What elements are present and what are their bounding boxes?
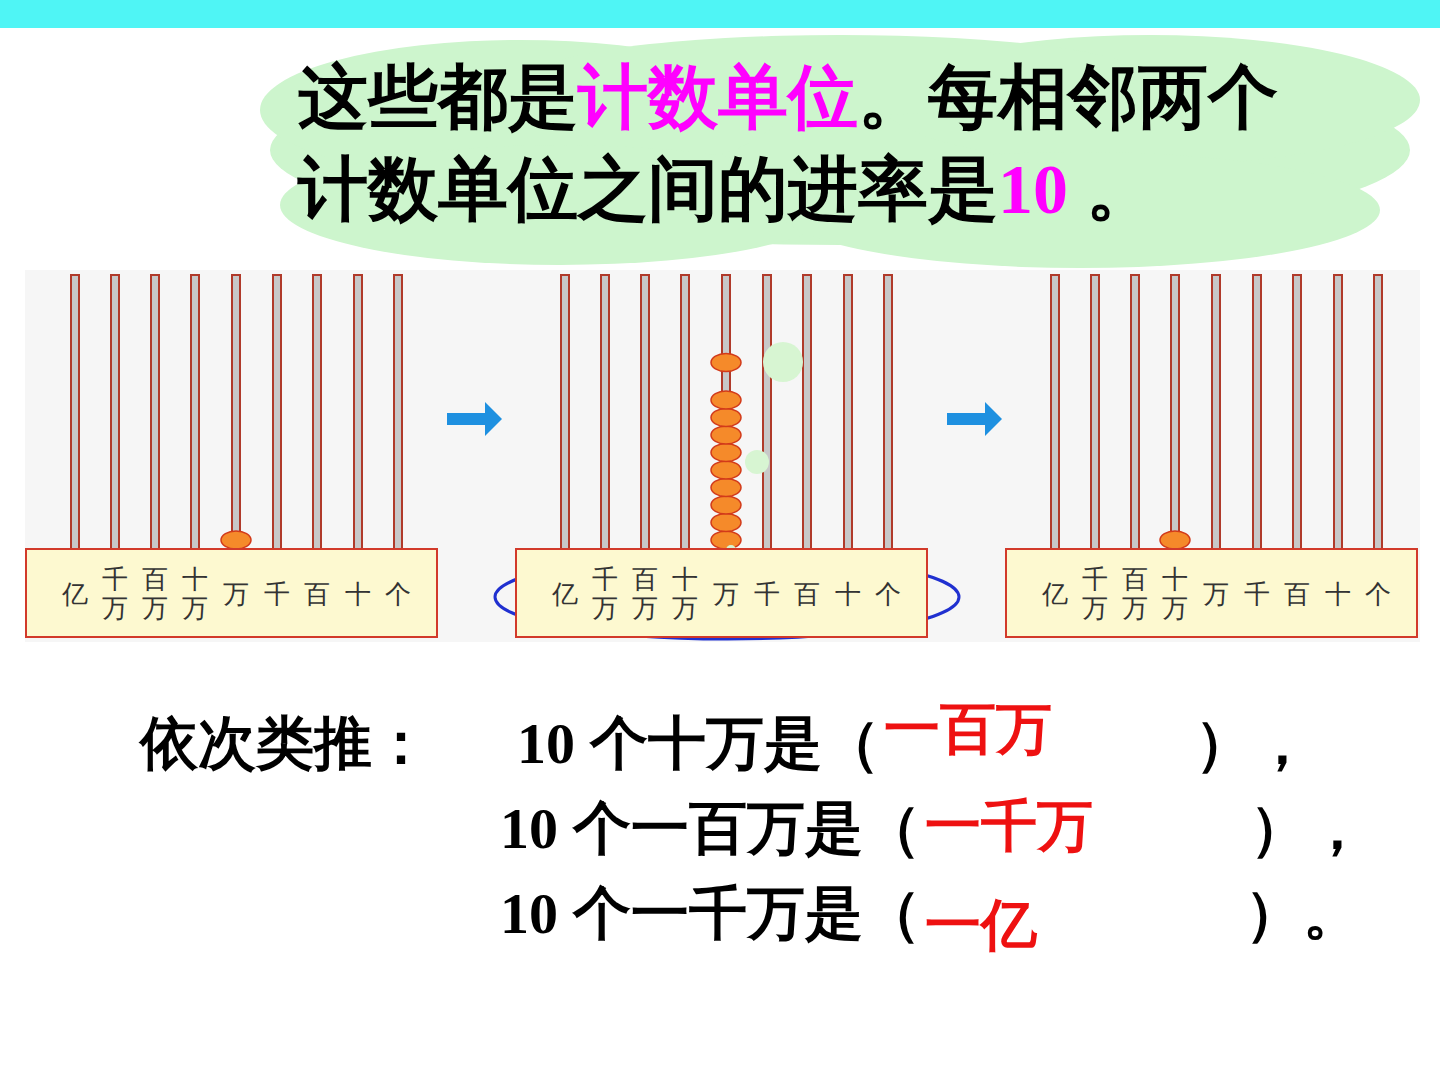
abacus-rod xyxy=(1253,275,1261,550)
abacus-rod xyxy=(111,275,119,550)
cloud-note: 这些都是计数单位。每相邻两个计数单位之间的进率是10 。 xyxy=(298,52,1418,242)
place-label: 亿 xyxy=(552,577,578,612)
abacus-rod xyxy=(313,275,321,550)
place-label: 百 xyxy=(794,577,820,612)
note-phrase: 这些都是 xyxy=(298,59,578,136)
place-value-box: 亿千万百万十万万千百十个 xyxy=(515,548,928,638)
place-label: 个 xyxy=(1365,577,1391,612)
abacus-bead xyxy=(1160,531,1190,549)
flow-arrow xyxy=(447,402,1002,436)
abacus-rod xyxy=(763,275,771,550)
place-label: 百 xyxy=(1284,577,1310,612)
abacus-rod xyxy=(1334,275,1342,550)
panel-ground xyxy=(25,270,1420,642)
abacus-rod xyxy=(273,275,281,550)
place-label: 千 xyxy=(1244,577,1270,612)
place-label: 千 xyxy=(754,577,780,612)
abacus-bead xyxy=(711,409,741,427)
abacus-rod xyxy=(1131,275,1139,550)
abacus-bead xyxy=(221,531,251,549)
exercise-text: ）， xyxy=(1250,797,1366,861)
abacus-bead xyxy=(711,479,741,497)
bubbles xyxy=(726,342,803,555)
abacus-bead xyxy=(711,426,741,444)
abacus-bead xyxy=(711,391,741,409)
exercise-text: 依次类推： xyxy=(140,712,430,776)
place-label: 亿 xyxy=(62,577,88,612)
abacus-rod xyxy=(1091,275,1099,550)
note-phrase: 计数单位 xyxy=(578,59,858,136)
abacus-rod xyxy=(601,275,609,550)
answer-text: 一百万 xyxy=(884,698,1052,760)
place-label: 万 xyxy=(223,577,249,612)
place-label: 百万 xyxy=(142,565,168,622)
abacus-rod xyxy=(1171,275,1179,550)
place-label: 十万 xyxy=(182,565,208,622)
abacus-rods xyxy=(71,275,1382,550)
abacus-rod xyxy=(232,275,240,550)
note-phrase: 计数单位之间的进率是 xyxy=(298,151,998,228)
abacus-bead xyxy=(711,444,741,462)
abacus-rod xyxy=(641,275,649,550)
answer-text: 一亿 xyxy=(925,894,1037,956)
place-label: 千 xyxy=(264,577,290,612)
abacus-bead xyxy=(711,354,741,372)
abacus-rod xyxy=(1051,275,1059,550)
abacus-rod xyxy=(1212,275,1220,550)
abacus-rod xyxy=(844,275,852,550)
abacus-rod xyxy=(394,275,402,550)
abacus-bead xyxy=(711,496,741,514)
exercise-text: ）， xyxy=(1195,712,1311,776)
note-phrase: 10 xyxy=(998,151,1068,228)
note-phrase: 。每相邻两个 xyxy=(858,59,1278,136)
abacus-rod xyxy=(71,275,79,550)
exercise-text: 10 个一千万是（ xyxy=(500,882,921,946)
answer-text: 一千万 xyxy=(925,795,1093,857)
place-label: 万 xyxy=(1203,577,1229,612)
place-label: 亿 xyxy=(1042,577,1068,612)
exercise-text: ）。 xyxy=(1245,882,1361,946)
cloud-shape xyxy=(260,35,1420,268)
abacus-bead xyxy=(711,461,741,479)
abacus-rod xyxy=(561,275,569,550)
abacus-rod xyxy=(803,275,811,550)
place-label: 百 xyxy=(304,577,330,612)
abacus-beads xyxy=(221,354,1190,550)
place-label: 万 xyxy=(713,577,739,612)
place-label: 个 xyxy=(385,577,411,612)
place-label: 千万 xyxy=(592,565,618,622)
top-bar xyxy=(0,0,1440,28)
place-value-box: 亿千万百万十万万千百十个 xyxy=(25,548,438,638)
abacus-rod xyxy=(884,275,892,550)
place-label: 个 xyxy=(875,577,901,612)
abacus-rod xyxy=(354,275,362,550)
place-label: 十 xyxy=(1325,577,1351,612)
abacus-rod xyxy=(1374,275,1382,550)
exercise-text: 10 个十万是（ xyxy=(517,712,880,776)
abacus-rod xyxy=(1293,275,1301,550)
abacus-rod xyxy=(191,275,199,550)
place-label: 十 xyxy=(345,577,371,612)
place-label: 千万 xyxy=(102,565,128,622)
place-label: 十 xyxy=(835,577,861,612)
abacus-bead xyxy=(711,531,741,549)
note-text: 这些都是计数单位。每相邻两个计数单位之间的进率是10 。 xyxy=(298,52,1418,236)
abacus-bead xyxy=(711,514,741,532)
place-label: 百万 xyxy=(632,565,658,622)
place-label: 十万 xyxy=(1162,565,1188,622)
place-label: 千万 xyxy=(1082,565,1108,622)
place-label: 十万 xyxy=(672,565,698,622)
place-value-box: 亿千万百万十万万千百十个 xyxy=(1005,548,1418,638)
abacus-rod xyxy=(151,275,159,550)
exercise-text: 10 个一百万是（ xyxy=(500,797,921,861)
place-label: 百万 xyxy=(1122,565,1148,622)
note-phrase: 。 xyxy=(1068,151,1156,228)
abacus-rod xyxy=(681,275,689,550)
